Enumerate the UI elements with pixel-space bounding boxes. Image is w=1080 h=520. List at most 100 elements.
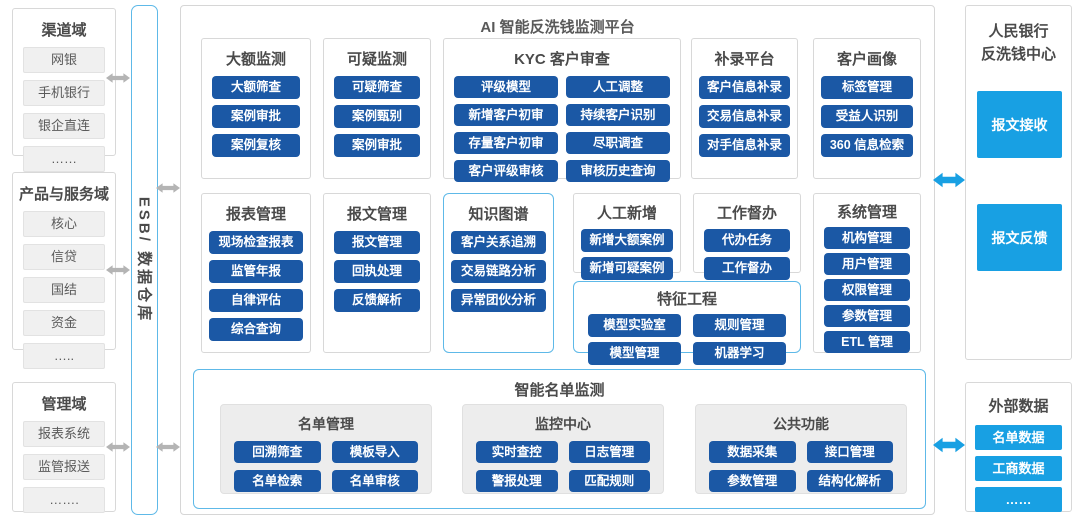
esb-label: ESB/ 数据仓库 <box>135 196 152 324</box>
box-title: 管理域 <box>41 396 87 413</box>
function-chip: 案例复核 <box>212 134 300 157</box>
product-service-domain-box: 产品与服务域 核心 信贷 国结 资金 ….. <box>12 172 116 369</box>
double-arrow-icon <box>106 264 130 276</box>
platform-title: AI 智能反洗钱监测平台 <box>480 19 635 36</box>
module-title: KYC 客户审查 <box>514 51 610 68</box>
group-title: 公共功能 <box>773 416 829 432</box>
double-arrow-icon <box>106 441 130 453</box>
module-title: 报表管理 <box>225 206 286 223</box>
function-chip: 匹配规则 <box>568 470 650 492</box>
function-chip: 尽职调查 <box>566 132 670 154</box>
function-chip: 受益人识别 <box>821 105 913 128</box>
function-chip: 对手信息补录 <box>699 134 790 157</box>
module-title: 系统管理 <box>836 204 897 221</box>
function-chip: 名单审核 <box>331 470 418 492</box>
function-chip: 参数管理 <box>824 305 910 327</box>
function-chip: 机构管理 <box>824 227 910 249</box>
function-chip: 新增可疑案例 <box>581 257 673 280</box>
function-chip: 报文管理 <box>334 231 420 254</box>
function-chip: 审核历史查询 <box>566 160 670 182</box>
group-box-list-management: 名单管理 回溯筛查 模板导入 名单检索 名单审核 <box>220 404 432 494</box>
module-box-system-management: 系统管理 机构管理 用户管理 权限管理 参数管理 ETL 管理 <box>813 193 921 353</box>
function-chip: 持续客户识别 <box>566 104 670 126</box>
function-chip: 现场检查报表 <box>209 231 303 254</box>
list-item: …… <box>975 487 1062 512</box>
module-title: 大额监测 <box>225 51 286 68</box>
module-box-feature-engineering: 特征工程 模型实验室 规则管理 模型管理 机器学习 <box>573 281 801 365</box>
function-chip: 机器学习 <box>693 342 786 365</box>
function-chip: 监管年报 <box>209 260 303 283</box>
esb-data-warehouse-bar: ESB/ 数据仓库 <box>131 5 158 515</box>
list-item: 监管报送 <box>23 454 105 480</box>
aml-platform-panel: AI 智能反洗钱监测平台 大额监测 大额筛查 案例审批 案例复核 可疑监测 可疑… <box>180 5 935 515</box>
box-title: 外部数据 <box>988 398 1049 415</box>
function-chip: 参数管理 <box>709 470 796 492</box>
function-chip: 客户信息补录 <box>699 76 790 99</box>
group-box-common-functions: 公共功能 数据采集 接口管理 参数管理 结构化解析 <box>695 404 907 494</box>
list-item: ……. <box>23 487 105 513</box>
channel-domain-box: 渠道域 网银 手机银行 银企直连 …… <box>12 8 116 172</box>
module-title: 可疑监测 <box>346 51 407 68</box>
function-chip: 案例审批 <box>334 134 420 157</box>
function-chip: 名单检索 <box>234 470 321 492</box>
function-chip: 模板导入 <box>331 441 418 463</box>
double-arrow-icon <box>933 436 965 454</box>
double-arrow-icon <box>106 72 130 84</box>
function-chip: 警报处理 <box>476 470 558 492</box>
list-item: 网银 <box>23 47 105 73</box>
function-chip: 回溯筛查 <box>234 441 321 463</box>
function-chip: 代办任务 <box>704 229 790 252</box>
list-item: 报表系统 <box>23 421 105 447</box>
message-feedback-block: 报文反馈 <box>977 204 1062 271</box>
group-title: 名单管理 <box>298 416 354 432</box>
function-chip: 异常团伙分析 <box>451 289 546 312</box>
double-arrow-icon <box>156 441 180 453</box>
function-chip: 数据采集 <box>709 441 796 463</box>
list-item: 工商数据 <box>975 456 1062 481</box>
box-title: 产品与服务域 <box>18 186 109 203</box>
module-title: 补录平台 <box>714 51 775 68</box>
list-item: 手机银行 <box>23 80 105 106</box>
group-box-monitoring-center: 监控中心 实时查控 日志管理 警报处理 匹配规则 <box>462 404 664 494</box>
function-chip: 模型实验室 <box>588 314 681 337</box>
function-chip: 交易信息补录 <box>699 105 790 128</box>
function-chip: 回执处理 <box>334 260 420 283</box>
list-item: ….. <box>23 343 105 369</box>
function-chip: 可疑筛查 <box>334 76 420 99</box>
function-chip: 客户关系追溯 <box>451 231 546 254</box>
function-chip: 案例审批 <box>212 105 300 128</box>
list-item: 信贷 <box>23 244 105 270</box>
list-item: 国结 <box>23 277 105 303</box>
function-chip: 用户管理 <box>824 253 910 275</box>
module-box-suspicious-monitoring: 可疑监测 可疑筛查 案例甄别 案例审批 <box>323 38 431 179</box>
list-item: 名单数据 <box>975 425 1062 450</box>
function-chip: 日志管理 <box>568 441 650 463</box>
function-chip: 模型管理 <box>588 342 681 365</box>
function-chip: 360 信息检索 <box>821 134 913 157</box>
pboc-aml-center-box: 人民银行 反洗钱中心 报文接收 报文反馈 <box>965 5 1072 360</box>
group-title: 监控中心 <box>535 416 591 432</box>
module-title: 知识图谱 <box>468 206 529 223</box>
double-arrow-icon <box>156 182 180 194</box>
function-chip: 结构化解析 <box>806 470 893 492</box>
management-domain-box: 管理域 报表系统 监管报送 ……. <box>12 382 116 513</box>
function-chip: 规则管理 <box>693 314 786 337</box>
function-chip: 人工调整 <box>566 76 670 98</box>
box-title-line1: 人民银行 <box>988 23 1049 40</box>
module-box-message-management: 报文管理 报文管理 回执处理 反馈解析 <box>323 193 431 353</box>
function-chip: 接口管理 <box>806 441 893 463</box>
module-box-manual-add: 人工新增 新增大额案例 新增可疑案例 <box>573 193 681 280</box>
function-chip: ETL 管理 <box>824 331 910 353</box>
module-title: 特征工程 <box>656 291 717 308</box>
function-chip: 大额筛查 <box>212 76 300 99</box>
function-chip: 评级模型 <box>454 76 558 98</box>
box-title: 渠道域 <box>41 22 87 39</box>
module-box-knowledge-graph: 知识图谱 客户关系追溯 交易链路分析 异常团伙分析 <box>443 193 554 353</box>
module-box-large-amount-monitoring: 大额监测 大额筛查 案例审批 案例复核 <box>201 38 311 179</box>
function-chip: 交易链路分析 <box>451 260 546 283</box>
function-chip: 自律评估 <box>209 289 303 312</box>
function-chip: 标签管理 <box>821 76 913 99</box>
function-chip: 案例甄别 <box>334 105 420 128</box>
function-chip: 实时查控 <box>476 441 558 463</box>
